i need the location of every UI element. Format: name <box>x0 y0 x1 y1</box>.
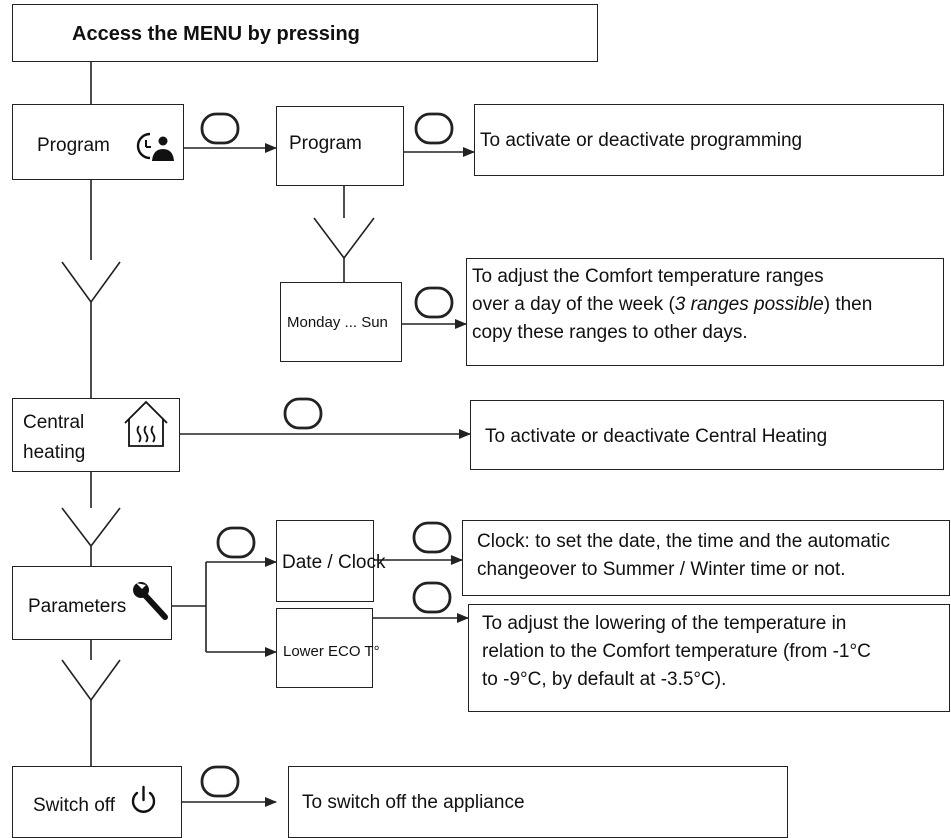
submenu-monday-sun[interactable] <box>280 282 402 362</box>
chevron-down-icon <box>61 659 121 702</box>
menu-item-parameters-label: Parameters <box>28 596 127 617</box>
menu-item-central-heating-label-2: heating <box>23 442 86 463</box>
menu-item-switch-off-label: Switch off <box>33 795 116 816</box>
button-icon <box>412 581 452 614</box>
chevron-down-icon <box>61 507 121 548</box>
menu-item-program[interactable] <box>12 104 184 180</box>
clock-description: Clock: to set the date, the time and the… <box>477 531 890 580</box>
submenu-lower-eco[interactable] <box>276 608 373 688</box>
program-description: To activate or deactivate programming <box>480 130 803 151</box>
button-icon <box>200 765 240 798</box>
button-icon <box>412 521 452 554</box>
menu-item-central-heating-label-1: Central <box>23 412 85 433</box>
switch-off-description: To switch off the appliance <box>302 792 525 813</box>
button-icon <box>414 286 454 319</box>
ranges-description: To adjust the Comfort temperature ranges… <box>472 266 873 343</box>
submenu-date-clock[interactable] <box>276 520 374 602</box>
central-heating-description: To activate or deactivate Central Heatin… <box>485 426 828 447</box>
button-icon <box>216 526 256 559</box>
submenu-lower-eco-label: Lower ECO T° <box>283 643 380 660</box>
submenu-program[interactable] <box>276 106 404 186</box>
submenu-date-clock-label: Date / Clock <box>282 552 386 573</box>
central-heating-description-box <box>470 400 944 470</box>
submenu-program-label: Program <box>289 133 362 154</box>
chevron-down-icon <box>61 261 121 304</box>
header-text: Access the MENU by pressing <box>72 23 360 45</box>
clock-description-box <box>462 520 950 596</box>
button-icon <box>414 112 454 145</box>
button-icon <box>283 397 323 430</box>
chevron-down-icon <box>313 217 375 260</box>
switch-off-description-box <box>288 766 788 838</box>
menu-item-program-label: Program <box>37 135 110 156</box>
eco-description: To adjust the lowering of the temperatur… <box>482 613 871 690</box>
ranges-description-box <box>466 258 944 366</box>
eco-description-box <box>468 604 950 712</box>
program-description-box <box>474 104 944 176</box>
submenu-monday-sun-label: Monday ... Sun <box>287 314 388 331</box>
menu-access-header <box>12 4 598 62</box>
button-icon <box>200 112 240 145</box>
